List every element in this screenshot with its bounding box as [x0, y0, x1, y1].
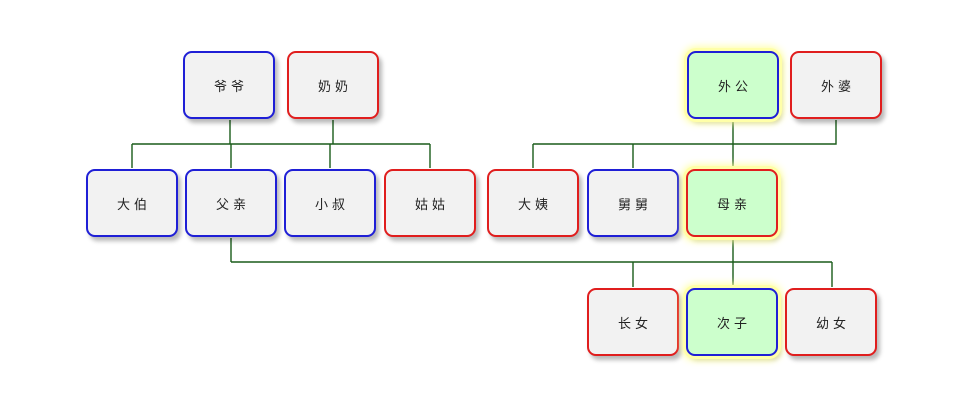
- node-label: 大姨: [517, 197, 552, 213]
- node-mother[interactable]: 母亲: [686, 169, 778, 237]
- node-maternal-aunt[interactable]: 大姨: [487, 169, 579, 237]
- node-label: 幼女: [815, 316, 850, 332]
- node-eldest-daughter[interactable]: 长女: [587, 288, 679, 356]
- node-label: 爷爷: [213, 79, 248, 95]
- node-maternal-grandmother[interactable]: 外婆: [790, 51, 882, 119]
- node-label: 小叔: [314, 197, 349, 213]
- node-youngest-daughter[interactable]: 幼女: [785, 288, 877, 356]
- node-label: 母亲: [716, 197, 751, 213]
- node-eldest-uncle[interactable]: 大伯: [86, 169, 178, 237]
- node-label: 长女: [617, 316, 652, 332]
- node-label: 外公: [717, 79, 752, 95]
- node-maternal-grandfather[interactable]: 外公: [687, 51, 779, 119]
- node-second-son[interactable]: 次子: [686, 288, 778, 356]
- node-paternal-grandfather[interactable]: 爷爷: [183, 51, 275, 119]
- node-paternal-aunt[interactable]: 姑姑: [384, 169, 476, 237]
- node-label: 大伯: [116, 197, 151, 213]
- node-maternal-uncle[interactable]: 舅舅: [587, 169, 679, 237]
- node-label: 姑姑: [414, 197, 449, 213]
- node-label: 舅舅: [617, 197, 652, 213]
- node-label: 外婆: [820, 79, 855, 95]
- node-youngest-uncle[interactable]: 小叔: [284, 169, 376, 237]
- connector-maternal-couple: [532, 120, 837, 168]
- connector-paternal-couple: [131, 120, 431, 168]
- connector-parents: [230, 238, 833, 287]
- node-label: 次子: [716, 316, 751, 332]
- node-label: 父亲: [215, 197, 250, 213]
- node-label: 奶奶: [317, 79, 352, 95]
- node-paternal-grandmother[interactable]: 奶奶: [287, 51, 379, 119]
- node-father[interactable]: 父亲: [185, 169, 277, 237]
